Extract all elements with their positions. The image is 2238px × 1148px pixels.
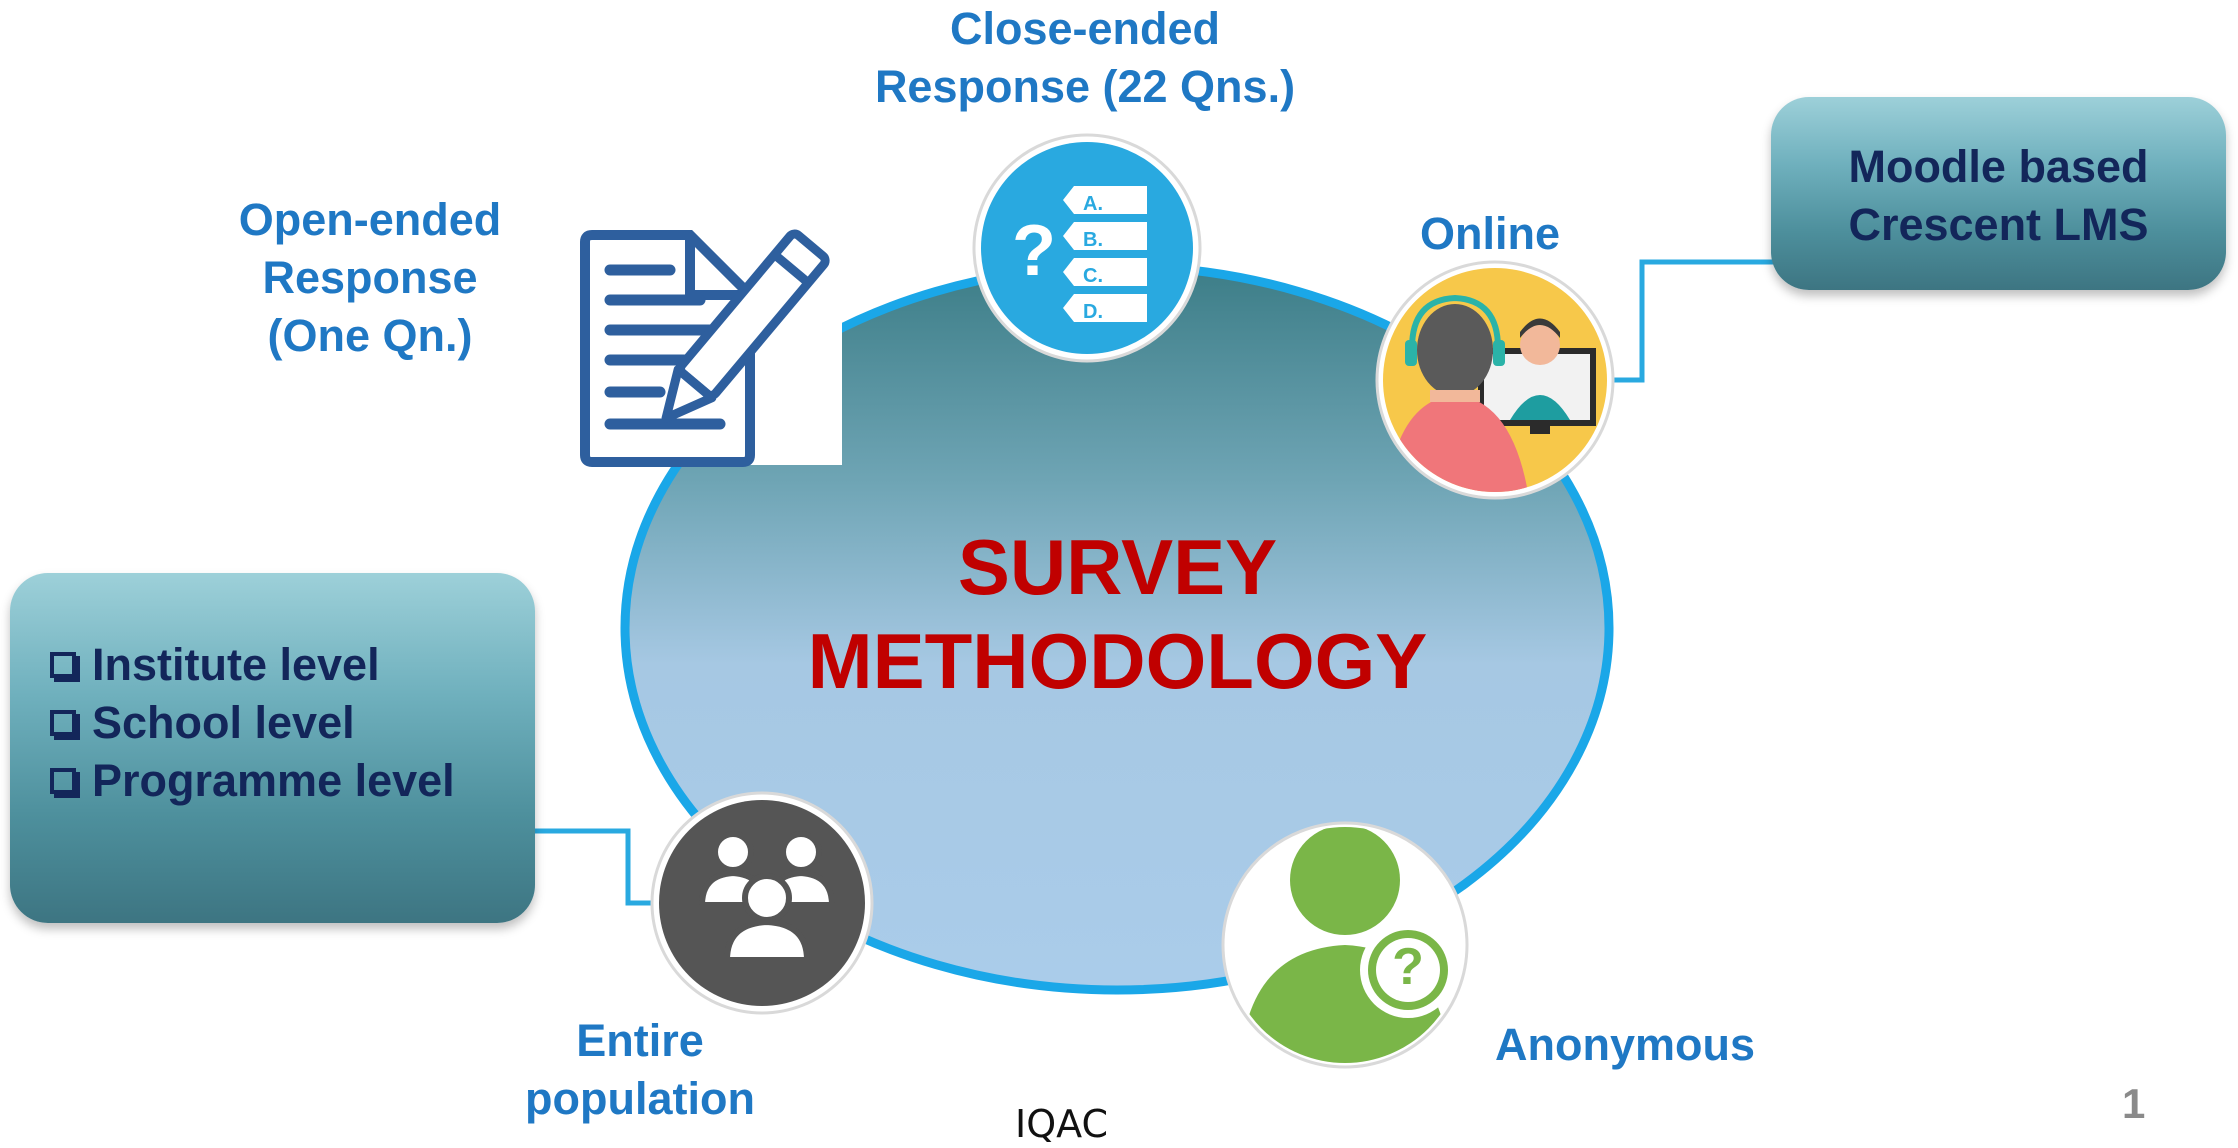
quiz-option-a: A. [1083,193,1103,215]
level-item-school: School level [50,694,455,752]
label-close-ended: Close-ended Response (22 Qns.) [845,0,1325,116]
quiz-option-c: C. [1083,265,1103,287]
label-open-ended-line1: Open-ended [238,194,502,245]
page-number: 1 [2122,1080,2146,1127]
title-line-1: SURVEY [957,523,1278,611]
document-pencil-icon [580,225,842,467]
label-anonymous: Anonymous [1494,1019,1755,1070]
quiz-options: A. B. C. D. [1083,186,1143,330]
label-online: Online [1419,208,1560,259]
video-call-icon [1375,260,1615,500]
lms-box-text: Moodle based Crescent LMS [1771,138,2226,254]
label-close-ended-line1: Close-ended [949,3,1221,54]
lms-line-1: Moodle based [1848,141,2149,192]
quiz-question-mark: ? [1012,211,1056,291]
label-open-ended-line2: Response [262,252,478,303]
multiple-choice-icon [972,133,1202,363]
label-close-ended-line2: Response (22 Qns.) [874,61,1296,112]
levels-box [10,573,535,923]
diagram-title: SURVEY METHODOLOGY [760,520,1475,708]
checkbox-icon [50,768,76,794]
connector-levels-population [535,828,660,906]
title-line-2: METHODOLOGY [807,617,1428,705]
lms-box [1771,97,2226,290]
group-people-icon [650,791,874,1015]
label-open-ended: Open-ended Response (One Qn.) [210,191,530,365]
level-item-programme: Programme level [50,752,455,810]
checkbox-icon [50,710,76,736]
quiz-option-b: B. [1083,229,1103,251]
label-open-ended-line3: (One Qn.) [267,310,473,361]
quiz-option-d: D. [1083,301,1103,323]
level-label-school: School level [92,697,355,748]
level-label-programme: Programme level [92,755,455,806]
lms-line-2: Crescent LMS [1848,199,2149,250]
anonymous-user-icon [1221,821,1469,1069]
connector-online-lms [1612,259,1775,383]
anon-question-mark: ? [1392,938,1424,996]
label-entire-line1: Entire [576,1015,704,1066]
level-item-institute: Institute level [50,636,455,694]
label-entire-line2: population [525,1073,755,1124]
label-entire-population: Entire population [500,1012,780,1128]
level-label-institute: Institute level [92,639,380,690]
checkbox-icon [50,652,76,678]
levels-list: Institute level School level Programme l… [50,636,455,810]
footer-iqac: IQAC [1015,1102,1108,1146]
